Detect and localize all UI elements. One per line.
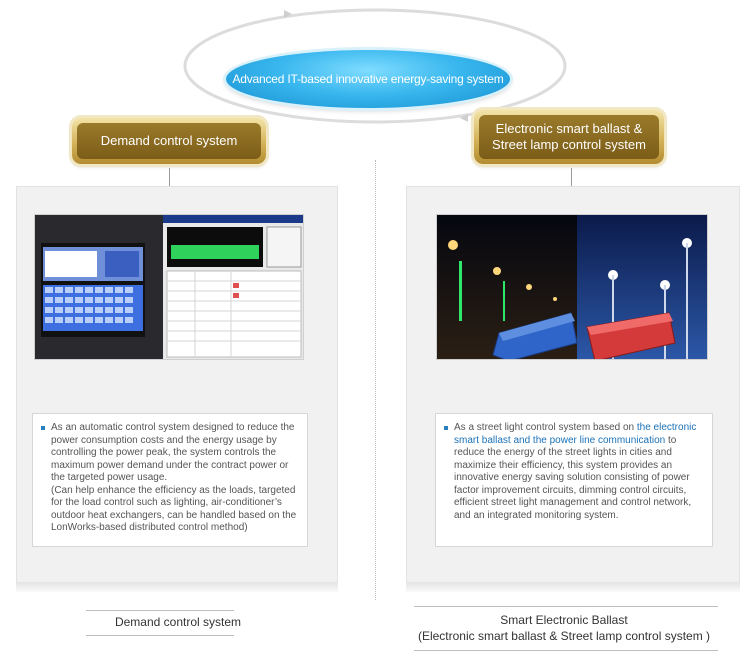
center-divider (375, 160, 376, 600)
ballast-caption-line1: Smart Electronic Ballast (500, 613, 628, 627)
street-lamp-illustration (437, 215, 707, 359)
left-bullet-icon (41, 426, 45, 430)
right-bullet-icon (444, 426, 448, 430)
left-caption-line-bottom (86, 635, 234, 636)
left-panel-shadow (16, 582, 338, 592)
left-connector (169, 168, 170, 188)
demand-control-caption: Demand control system (114, 615, 242, 629)
ballast-caption: Smart Electronic Ballast (Electronic sma… (414, 612, 714, 644)
right-caption-line (414, 606, 718, 607)
right-panel-shadow (406, 582, 740, 592)
center-label-text: Advanced IT-based innovative energy-savi… (232, 72, 504, 86)
ballast-desc-highlight: the electronic smart ballast and the pow… (454, 422, 697, 446)
demand-control-photo (34, 214, 304, 360)
center-system-label: Advanced IT-based innovative energy-savi… (226, 50, 510, 108)
ballast-caption-line2: (Electronic smart ballast & Street lamp … (417, 629, 711, 643)
ballast-desc-pre: As a street light control system based o… (454, 422, 637, 433)
street-lamp-photo (436, 214, 708, 360)
ballast-desc-post: to reduce the energy of the street light… (454, 434, 692, 521)
demand-control-badge-text: Demand control system (100, 133, 238, 148)
ballast-description: As a street light control system based o… (435, 413, 713, 547)
demand-control-illustration (35, 215, 303, 359)
cycle-ring (183, 8, 567, 124)
ballast-badge: Electronic smart ballast & Street lamp c… (474, 110, 664, 164)
ballast-badge-line2: Street lamp control system (492, 137, 646, 152)
left-caption-line (86, 610, 234, 611)
ballast-badge-line1: Electronic smart ballast & (495, 121, 643, 136)
demand-control-description: As an automatic control system designed … (32, 413, 308, 547)
right-connector (571, 168, 572, 188)
demand-control-desc-text: As an automatic control system designed … (51, 422, 295, 483)
demand-control-badge: Demand control system (72, 118, 266, 164)
demand-control-desc-note: (Can help enhance the efficiency as the … (51, 484, 297, 534)
right-caption-line-bottom (414, 650, 718, 651)
